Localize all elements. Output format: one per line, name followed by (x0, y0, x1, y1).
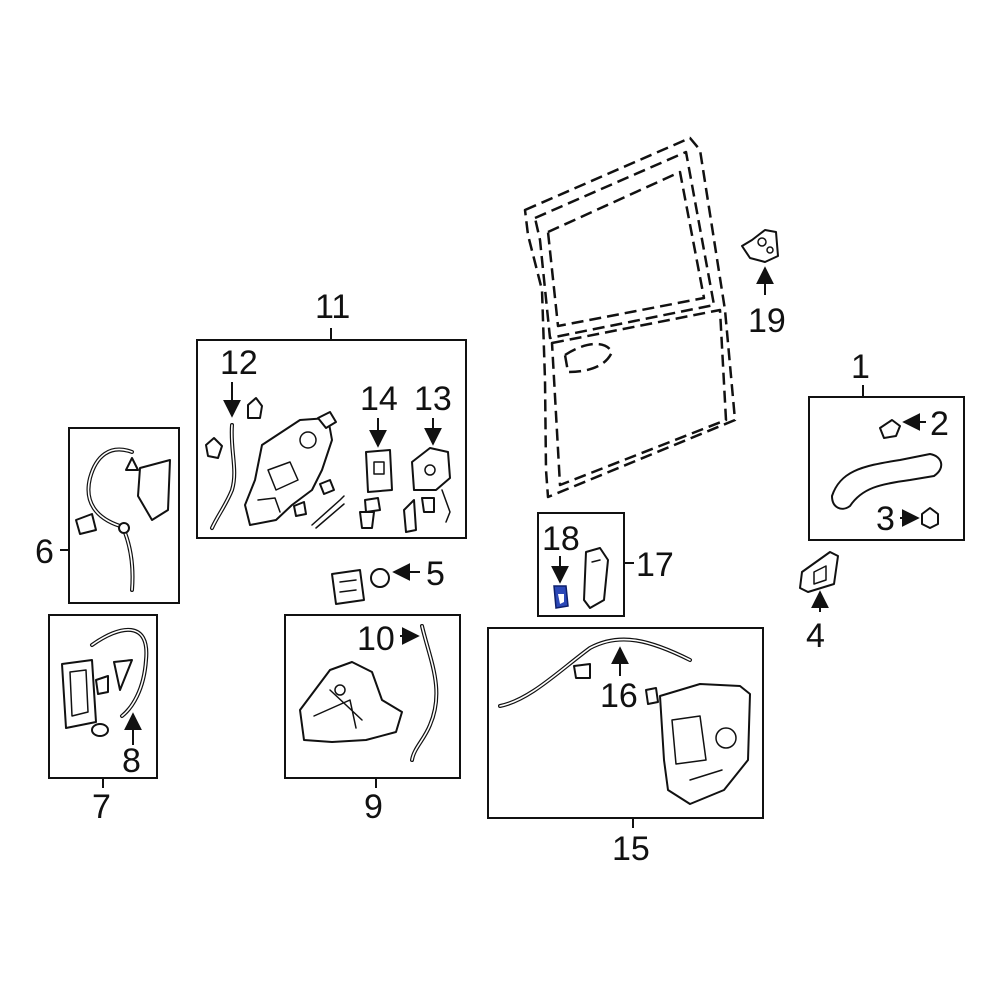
part-8-cable[interactable] (90, 627, 149, 745)
part-9-hinge-assembly[interactable] (299, 661, 403, 743)
callout-18: 18 (542, 520, 580, 558)
part-1-outside-handle[interactable] (831, 453, 943, 510)
callout-2: 2 (930, 405, 949, 443)
callout-13: 13 (414, 380, 452, 418)
part-18-clip-highlighted[interactable] (551, 556, 569, 609)
group-9-box (284, 614, 461, 779)
callout-12: 12 (220, 344, 258, 382)
group-17-box (537, 512, 625, 617)
group-1-box (808, 396, 965, 541)
group-6-box (68, 427, 180, 604)
callout-14: 14 (360, 380, 398, 418)
part-17-cover[interactable] (583, 547, 609, 609)
callout-1: 1 (851, 348, 870, 386)
callout-labels: 1 2 3 4 5 6 7 8 9 10 11 12 13 14 15 16 1… (35, 288, 949, 868)
part-13-lock-actuator[interactable] (403, 418, 451, 533)
callout-6: 6 (35, 533, 54, 571)
door-outline (523, 136, 737, 499)
part-12-rod[interactable] (205, 382, 263, 530)
part-5-switch[interactable] (331, 563, 420, 605)
part-10-cable[interactable] (400, 624, 439, 762)
callout-17: 17 (636, 546, 674, 584)
part-7-latch[interactable] (61, 659, 133, 737)
callout-9: 9 (364, 788, 383, 826)
part-14-actuator[interactable] (359, 418, 393, 529)
part-3-nut[interactable] (900, 507, 939, 529)
part-19-striker[interactable] (741, 229, 779, 295)
group-15-box (487, 627, 764, 819)
callout-15: 15 (612, 830, 650, 868)
part-15-latch-assembly[interactable] (645, 683, 751, 805)
callout-4: 4 (806, 617, 825, 655)
part-4-bezel[interactable] (799, 551, 839, 612)
callout-7: 7 (92, 788, 111, 826)
part-11-latch-assembly[interactable] (244, 411, 345, 529)
callout-5: 5 (426, 555, 445, 593)
callout-8: 8 (122, 742, 141, 780)
callout-11: 11 (315, 288, 350, 326)
part-2-cap[interactable] (879, 413, 926, 439)
part-16-cable[interactable] (498, 637, 692, 708)
callout-16: 16 (600, 677, 638, 715)
callout-3: 3 (876, 500, 895, 538)
callout-19: 19 (748, 302, 786, 340)
callout-10: 10 (357, 620, 395, 658)
part-6-cable-handle[interactable] (75, 447, 171, 592)
